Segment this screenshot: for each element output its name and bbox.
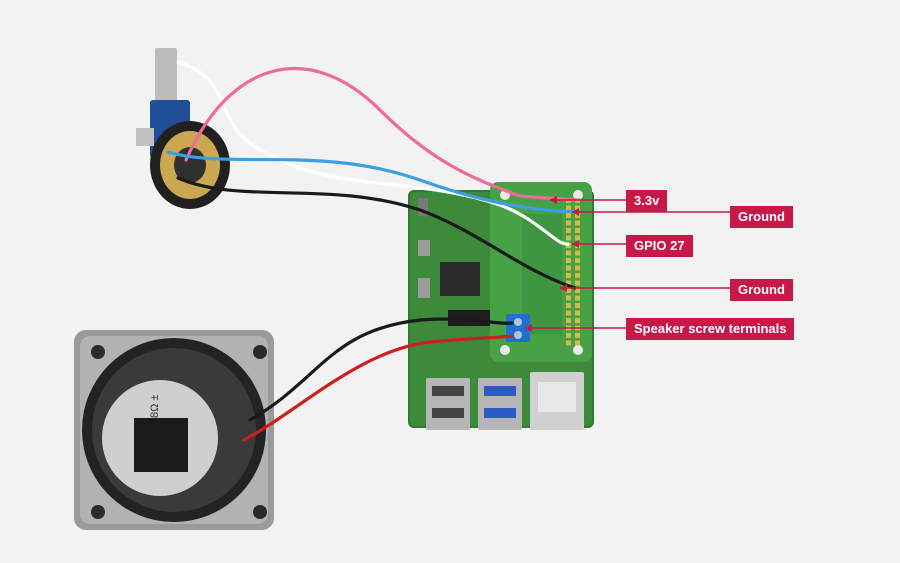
red-wire-speaker xyxy=(242,334,514,442)
header-pin xyxy=(575,340,580,346)
header-pin xyxy=(566,340,571,346)
push-button xyxy=(136,48,230,209)
amp-hat-board xyxy=(490,182,592,362)
header-pin xyxy=(566,213,571,218)
header-pin xyxy=(566,280,571,286)
callout-connectors xyxy=(525,199,730,329)
header-pin xyxy=(566,288,571,293)
usb-port-right xyxy=(478,378,522,430)
callout-arrowheads xyxy=(525,196,579,332)
header-pin xyxy=(575,280,580,286)
header-pin xyxy=(566,205,571,211)
speaker-marking: 8Ω ± xyxy=(149,395,161,418)
header-pin xyxy=(575,205,580,211)
header-pin xyxy=(575,310,580,316)
header-pin xyxy=(575,258,580,263)
callout-3v3: 3.3v xyxy=(626,190,668,212)
black-wire-speaker xyxy=(248,317,514,422)
header-pin xyxy=(566,228,571,233)
callout-ground-top: Ground xyxy=(730,206,793,228)
header-pin xyxy=(566,235,571,241)
speaker: 8Ω ± xyxy=(74,330,274,530)
header-pin xyxy=(575,265,580,271)
header-pin xyxy=(566,250,571,256)
header-pin xyxy=(575,318,580,323)
callout-gpio27: GPIO 27 xyxy=(626,235,693,257)
header-pin xyxy=(566,265,571,271)
header-pin xyxy=(566,333,571,338)
header-pin xyxy=(566,318,571,323)
header-pin xyxy=(575,228,580,233)
header-pin xyxy=(566,273,571,278)
black-wire-button xyxy=(176,176,577,290)
header-pin xyxy=(566,310,571,316)
header-pin xyxy=(575,235,580,241)
header-pin xyxy=(566,295,571,301)
header-pin xyxy=(566,258,571,263)
header-pin xyxy=(575,288,580,293)
callout-ground-bottom: Ground xyxy=(730,279,793,301)
usb-port-left xyxy=(426,378,470,430)
header-pin xyxy=(566,303,571,308)
callout-speaker-terminals: Speaker screw terminals xyxy=(626,318,795,340)
header-pin xyxy=(575,220,580,226)
header-pin xyxy=(575,273,580,278)
header-pin xyxy=(575,250,580,256)
header-pin xyxy=(575,295,580,301)
header-pin xyxy=(575,333,580,338)
header-pin xyxy=(575,213,580,218)
blue-wire xyxy=(166,150,577,214)
header-pin xyxy=(566,220,571,226)
wires xyxy=(166,60,577,442)
header-pin xyxy=(575,303,580,308)
pink-wire xyxy=(184,66,577,202)
